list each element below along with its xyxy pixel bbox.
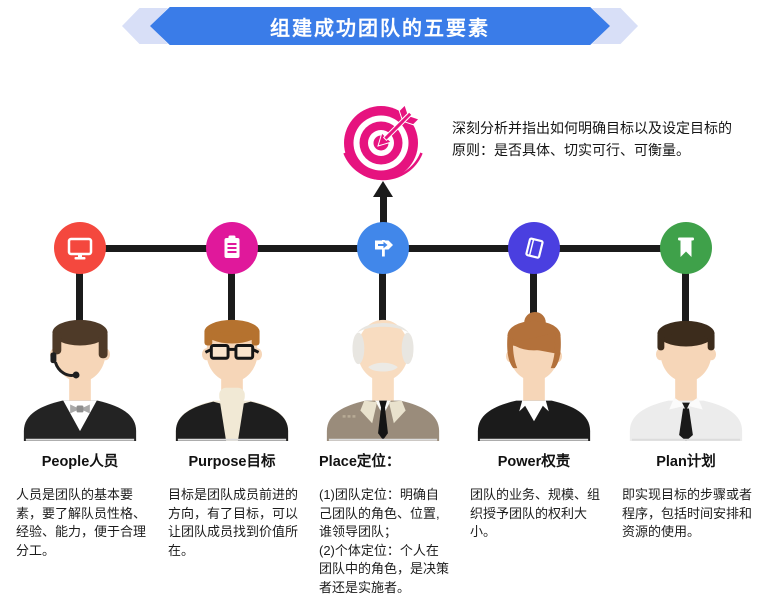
element-column-purpose: Purpose目标 目标是团队成员前进的方向，有了目标，可以让团队成员找到价值所… (157, 222, 307, 595)
avatar-elder-suit-man (326, 319, 440, 441)
target-arrow-icon (343, 104, 423, 181)
element-column-power: Power权责 团队的业务、规模、组织授予团队的权利大小。 (459, 222, 609, 595)
avatar-business-woman (477, 311, 591, 441)
connector-line (228, 248, 235, 364)
item-label-power: Power权责 (497, 454, 571, 470)
page-title: 组建成功团队的五要素 (270, 17, 490, 40)
element-column-place: Place定位： (1)团队定位：明确自己团队的角色、位置,谁领导团队； (2)… (308, 222, 458, 595)
title-banner: 组建成功团队的五要素 (122, 7, 638, 45)
item-label-plan: Plan计划 (656, 454, 716, 470)
item-desc-place: (1)团队定位：明确自己团队的角色、位置,谁领导团队； (2)个体定位：个人在团… (319, 487, 450, 595)
item-label-place: Place定位： (319, 454, 401, 470)
banner-ribbon: 组建成功团队的五要素 (150, 7, 610, 45)
avatar-shirt-tie-man (629, 320, 743, 441)
connector-line (76, 248, 83, 364)
connector-line (682, 248, 689, 364)
item-desc-people: 人员是团队的基本要素，要了解队员性格、经验、能力，便于合理分工。 (16, 487, 147, 558)
item-label-people: People人员 (41, 454, 119, 470)
element-column-people: People人员 人员是团队的基本要素，要了解队员性格、经验、能力，便于合理分工… (5, 222, 155, 595)
up-arrow-shaft (380, 195, 387, 224)
book-icon (508, 222, 560, 274)
monitor-icon (54, 222, 106, 274)
avatar-glasses-vest-man (175, 319, 289, 441)
signpost-icon (357, 222, 409, 274)
connector-line (530, 248, 537, 364)
item-label-purpose: Purpose目标 (188, 454, 276, 470)
avatar-support-agent-man (23, 319, 137, 441)
up-arrow-icon (373, 181, 393, 197)
connector-line (379, 248, 386, 364)
item-desc-power: 团队的业务、规模、组织授予团队的权利大小。 (470, 487, 601, 539)
item-desc-purpose: 目标是团队成员前进的方向，有了目标，可以让团队成员找到价值所在。 (168, 487, 299, 558)
bookmark-icon (660, 222, 712, 274)
item-desc-plan: 即实现目标的步骤或者程序，包括时间安排和资源的使用。 (622, 487, 753, 539)
element-column-plan: Plan计划 即实现目标的步骤或者程序，包括时间安排和资源的使用。 (611, 222, 760, 595)
goal-annotation: 深刻分析并指出如何明确目标以及设定目标的原则：是否具体、切实可行、可衡量。 (452, 120, 732, 158)
clipboard-icon (206, 222, 258, 274)
